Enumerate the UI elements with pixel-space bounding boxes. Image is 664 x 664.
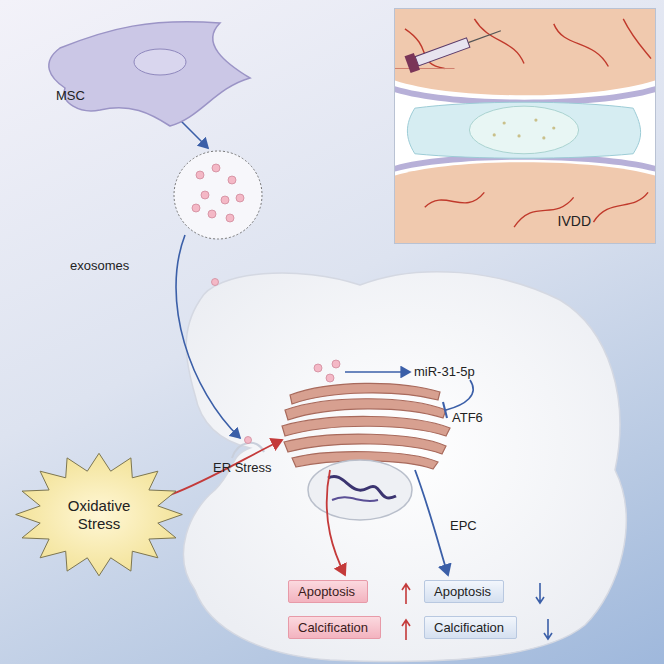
node-text: Calcification	[434, 620, 507, 635]
box-node: Apoptosis	[288, 580, 368, 603]
annotation-label: ER Stress	[213, 460, 272, 475]
annotation-label: miR-31-5p	[414, 364, 475, 379]
star-node: Oxidative Stress	[14, 452, 184, 577]
node-text: Calcification	[298, 620, 371, 635]
node-text: Oxidative Stress	[58, 497, 140, 532]
node-text: Apoptosis	[298, 584, 358, 599]
annotation-label: exosomes	[70, 258, 129, 273]
node-text: Apoptosis	[434, 584, 494, 599]
cell-body	[184, 272, 627, 662]
panel-node: IVDD	[394, 8, 656, 244]
ivdd-illustration	[395, 9, 655, 243]
annotation-label: ATF6	[452, 410, 483, 425]
msc-node: MSC	[20, 18, 255, 130]
node-text: MSC	[56, 88, 85, 103]
box-node: Calcification	[424, 616, 517, 639]
msc-cell	[20, 18, 255, 130]
node-text: IVDD	[558, 213, 591, 229]
er-stack	[282, 383, 450, 469]
box-node: Apoptosis	[424, 580, 504, 603]
annotation-label: EPC	[450, 518, 477, 533]
box-node: Calcification	[288, 616, 381, 639]
